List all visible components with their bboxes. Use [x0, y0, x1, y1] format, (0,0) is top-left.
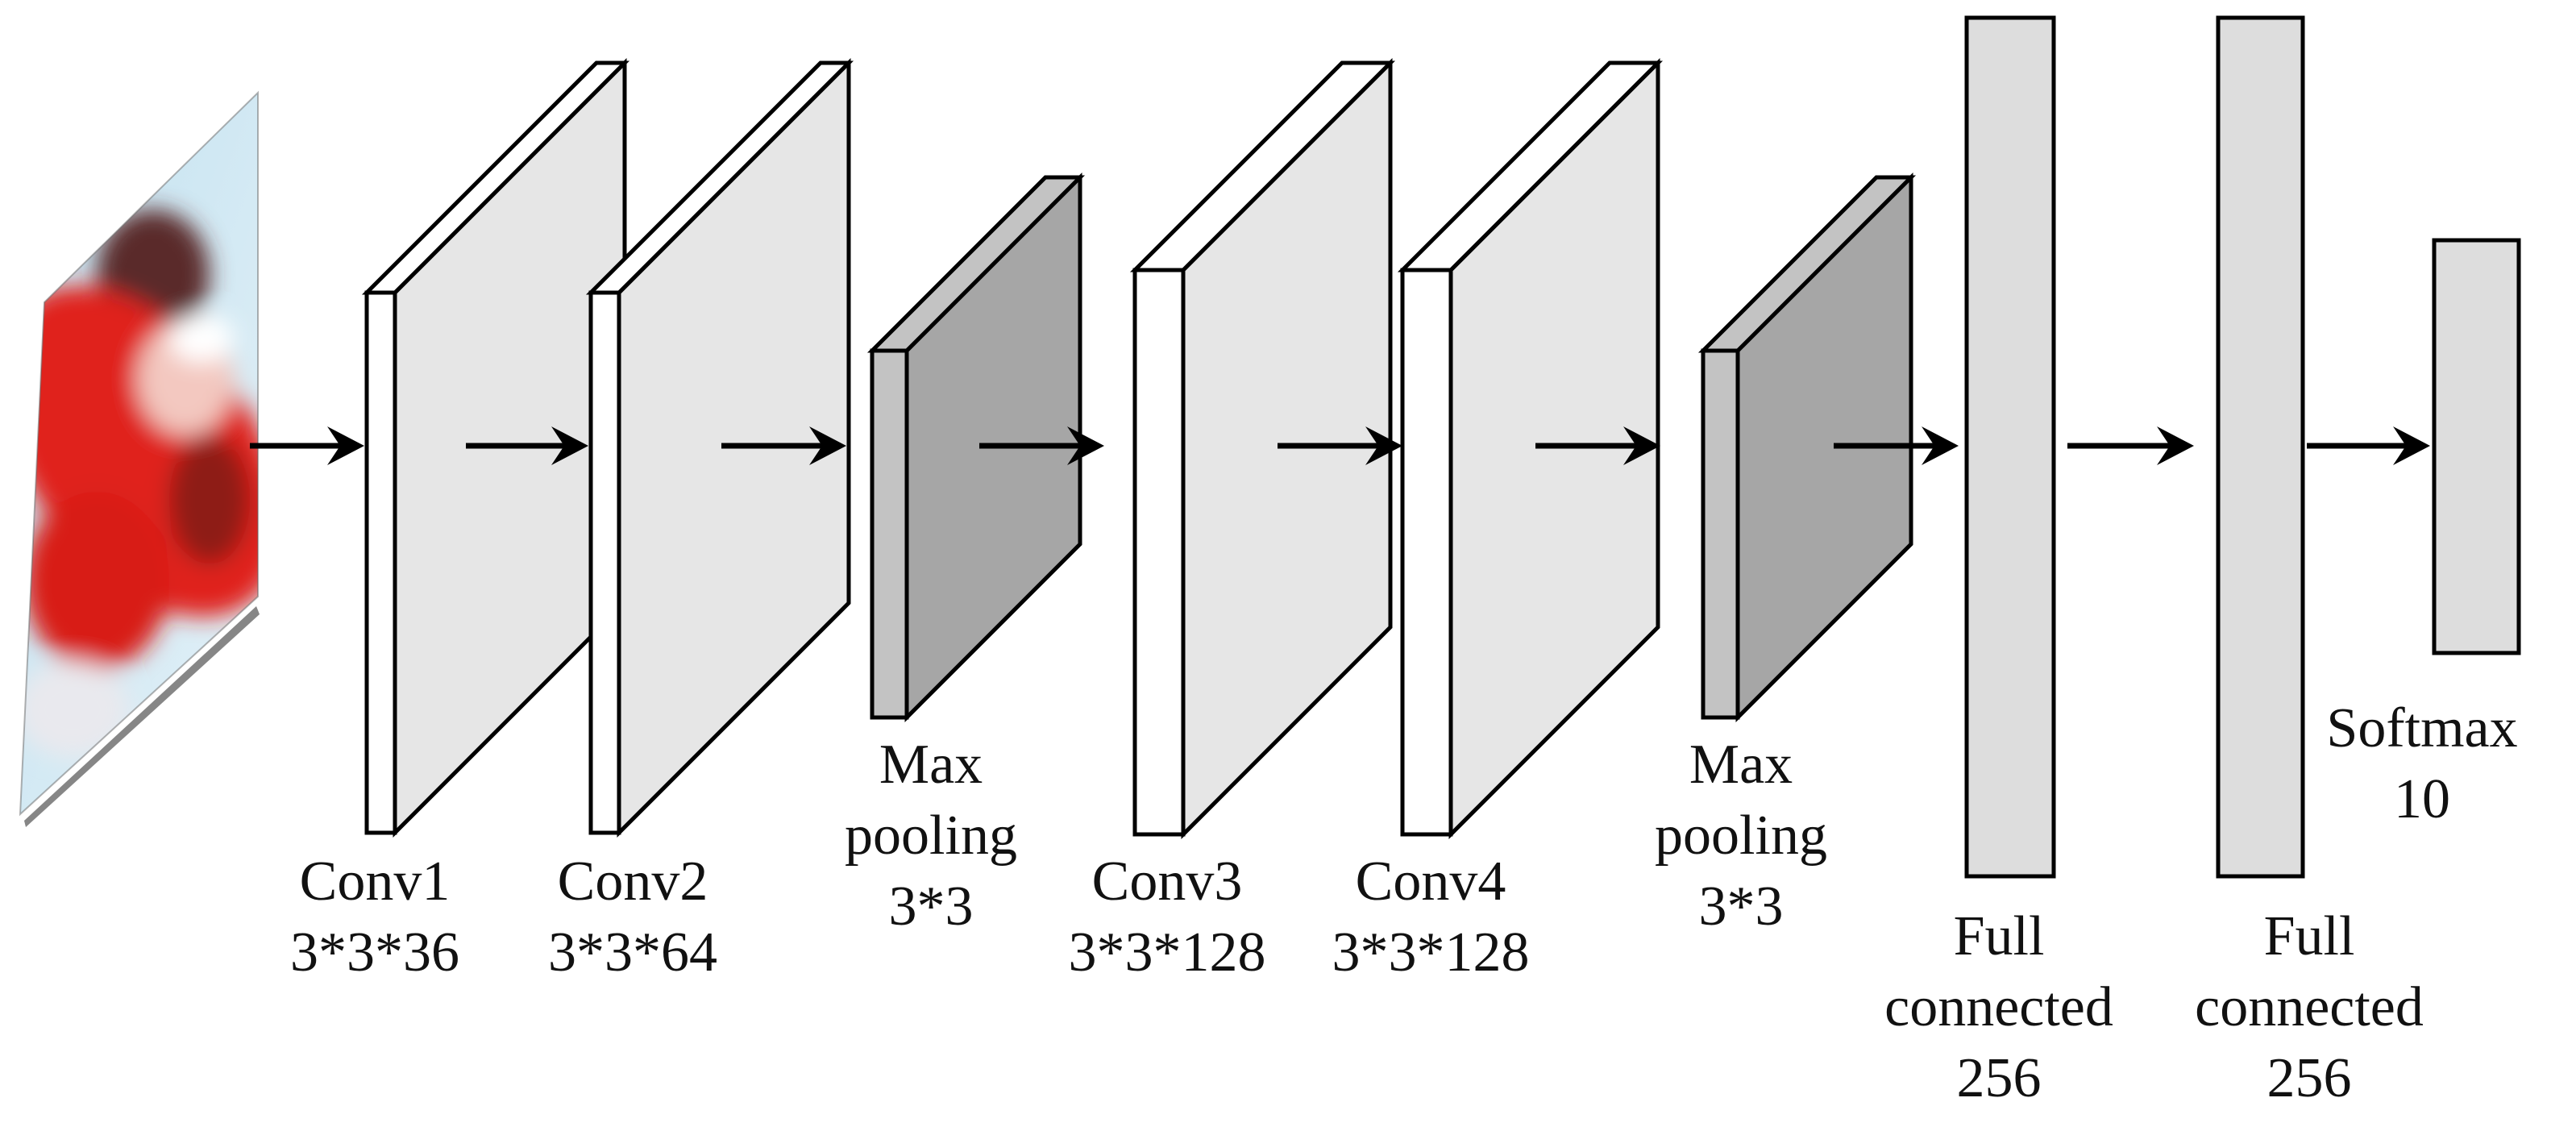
- pool2-label: Max pooling 3*3: [1580, 730, 1902, 942]
- conv3-name: Conv3: [1091, 850, 1243, 913]
- conv1-name: Conv1: [299, 850, 451, 913]
- fc1-size: 256: [1956, 1047, 2042, 1109]
- softmax-block: [2432, 238, 2521, 655]
- arrow-fc2-to-softmax: [2307, 426, 2430, 465]
- fc2-block: [2216, 15, 2305, 879]
- conv4-label: Conv4 3*3*128: [1269, 846, 1592, 988]
- fc2-label: Full connected 256: [2148, 901, 2470, 1114]
- arrow-conv1-to-conv2-head: [551, 426, 588, 465]
- fc1-name-line2: connected: [1884, 976, 2113, 1038]
- conv4-front-face: [1400, 268, 1453, 837]
- pool2-name-line2: pooling: [1655, 805, 1827, 867]
- pool1-size: 3*3: [888, 875, 974, 938]
- conv2-name: Conv2: [557, 850, 708, 913]
- conv2-size: 3*3*64: [548, 921, 717, 984]
- arrow-fc1-to-fc2: [2067, 426, 2194, 465]
- conv2-front-face: [588, 290, 621, 835]
- conv4-name: Conv4: [1355, 850, 1506, 913]
- arrow-conv2-to-pool1: [721, 426, 846, 465]
- pool2-front-face: [1701, 348, 1740, 720]
- arrow-conv3-to-conv4: [1278, 426, 1402, 465]
- fc1-label: Full connected 256: [1838, 901, 2160, 1114]
- arrow-conv1-to-conv2: [466, 426, 588, 465]
- arrow-input-to-conv1: [250, 426, 364, 465]
- pool1-name-line1: Max: [879, 734, 983, 796]
- pool1-label: Max pooling 3*3: [770, 730, 1092, 942]
- arrow-conv2-to-pool1-head: [809, 426, 846, 465]
- arrow-input-to-conv1-head: [327, 426, 364, 465]
- arrow-fc2-to-softmax-head: [2393, 426, 2430, 465]
- conv3-size: 3*3*128: [1068, 921, 1266, 984]
- conv1-label: Conv1 3*3*36: [214, 846, 536, 988]
- arrow-conv3-to-conv4-head: [1365, 426, 1402, 465]
- arrow-pool1-to-conv3: [979, 426, 1104, 465]
- pool2-name-line1: Max: [1689, 734, 1793, 796]
- softmax-name: Softmax: [2326, 697, 2518, 759]
- conv2-label: Conv2 3*3*64: [472, 846, 794, 988]
- arrow-fc1-to-fc2-head: [2157, 426, 2194, 465]
- arrow-pool2-to-fc1-head: [1922, 426, 1959, 465]
- fc2-name-line2: connected: [2195, 976, 2424, 1038]
- conv1-size: 3*3*36: [290, 921, 459, 984]
- fc2-size: 256: [2266, 1047, 2352, 1109]
- fc2-name-line1: Full: [2263, 905, 2355, 967]
- softmax-label: Softmax 10: [2261, 693, 2576, 835]
- conv4-size: 3*3*128: [1332, 921, 1530, 984]
- softmax-size: 10: [2394, 768, 2450, 830]
- pool1-name-line2: pooling: [845, 805, 1017, 867]
- conv3-label: Conv3 3*3*128: [1006, 846, 1328, 988]
- conv1-front-face: [364, 290, 397, 835]
- arrow-pool1-to-conv3-head: [1067, 426, 1104, 465]
- conv3-front-face: [1132, 268, 1186, 837]
- arrow-conv4-to-pool2-head: [1623, 426, 1660, 465]
- arrow-pool2-to-fc1: [1834, 426, 1959, 465]
- arrow-conv4-to-pool2: [1535, 426, 1660, 465]
- input-image: [19, 90, 260, 827]
- pool2-size: 3*3: [1698, 875, 1784, 938]
- pool1-front-face: [870, 348, 909, 720]
- fc1-block: [1964, 15, 2056, 879]
- fc1-name-line1: Full: [1953, 905, 2045, 967]
